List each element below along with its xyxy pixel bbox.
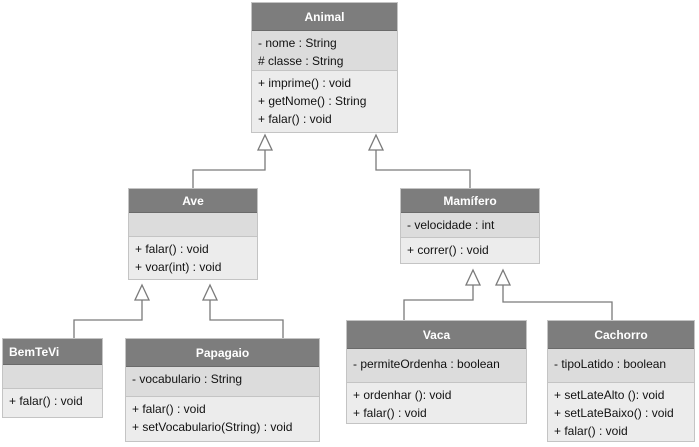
class-bemtevi-operations: + falar() : void — [3, 389, 102, 417]
cachorro-inherits-mamifero-arrow — [494, 268, 512, 286]
ave-inherits-animal-line — [192, 150, 266, 188]
vaca-inherits-mamifero-arrow — [464, 268, 482, 286]
operation: + falar() : void — [9, 394, 83, 408]
attribute: - permiteOrdenha : boolean — [353, 357, 500, 371]
class-papagaio-operations: + falar() : void + setVocabulario(String… — [126, 397, 319, 441]
class-cachorro-attributes: - tipoLatido : boolean — [548, 349, 694, 383]
vaca-inherits-mamifero-line — [403, 285, 474, 320]
class-animal: Animal - nome : String # classe : String… — [251, 2, 398, 133]
cachorro-inherits-mamifero-line — [502, 285, 613, 320]
operation: + getNome() : String — [258, 94, 367, 108]
bemtevi-inherits-ave-line — [73, 300, 143, 338]
attribute: - tipoLatido : boolean — [554, 357, 667, 371]
papagaio-inherits-ave-arrow — [201, 283, 219, 301]
class-vaca: Vaca - permiteOrdenha : boolean + ordenh… — [346, 320, 527, 424]
operation: + ordenhar (): void — [353, 388, 452, 402]
class-ave-attributes — [129, 213, 257, 237]
operation: + setLateAlto (): void — [554, 388, 665, 402]
class-ave: Ave + falar() : void + voar(int) : void — [128, 188, 258, 280]
ave-inherits-animal-arrow — [256, 133, 274, 151]
class-vaca-name: Vaca — [347, 321, 526, 349]
class-animal-name: Animal — [252, 3, 397, 31]
class-ave-operations: + falar() : void + voar(int) : void — [129, 237, 257, 279]
class-vaca-operations: + ordenhar (): void + falar() : void — [347, 383, 526, 423]
mamifero-inherits-animal-arrow — [367, 133, 385, 151]
class-animal-attributes: - nome : String # classe : String — [252, 31, 397, 71]
operation: + falar() : void — [135, 242, 209, 256]
class-mamifero-attributes: - velocidade : int — [401, 213, 539, 238]
class-papagaio-name: Papagaio — [126, 339, 319, 367]
class-cachorro-name: Cachorro — [548, 321, 694, 349]
operation: + voar(int) : void — [135, 260, 222, 274]
class-cachorro-operations: + setLateAlto (): void + setLateBaixo() … — [548, 383, 694, 441]
class-cachorro: Cachorro - tipoLatido : boolean + setLat… — [547, 320, 695, 442]
operation: + falar() : void — [554, 424, 628, 438]
mamifero-inherits-animal-line — [375, 150, 471, 188]
bemtevi-inherits-ave-arrow — [133, 283, 151, 301]
attribute: - velocidade : int — [407, 218, 495, 232]
operation: + falar() : void — [353, 406, 427, 420]
papagaio-inherits-ave-line — [209, 300, 284, 338]
attribute: - vocabulario : String — [132, 372, 243, 386]
attribute: # classe : String — [258, 54, 344, 68]
class-animal-operations: + imprime() : void + getNome() : String … — [252, 71, 397, 132]
operation: + falar() : void — [258, 112, 332, 126]
operation: + imprime() : void — [258, 76, 352, 90]
class-papagaio-attributes: - vocabulario : String — [126, 367, 319, 397]
class-ave-name: Ave — [129, 189, 257, 213]
class-mamifero-name: Mamífero — [401, 189, 539, 213]
class-bemtevi-name: BemTeVi — [3, 339, 102, 365]
operation: + falar() : void — [132, 402, 206, 416]
attribute: - nome : String — [258, 36, 337, 50]
class-bemtevi-attributes — [3, 365, 102, 389]
class-bemtevi: BemTeVi + falar() : void — [2, 338, 103, 418]
operation: + setLateBaixo() : void — [554, 406, 674, 420]
operation: + correr() : void — [407, 243, 489, 257]
class-mamifero-operations: + correr() : void — [401, 238, 539, 263]
class-vaca-attributes: - permiteOrdenha : boolean — [347, 349, 526, 383]
operation: + setVocabulario(String) : void — [132, 420, 293, 434]
class-mamifero: Mamífero - velocidade : int + correr() :… — [400, 188, 540, 264]
class-papagaio: Papagaio - vocabulario : String + falar(… — [125, 338, 320, 442]
